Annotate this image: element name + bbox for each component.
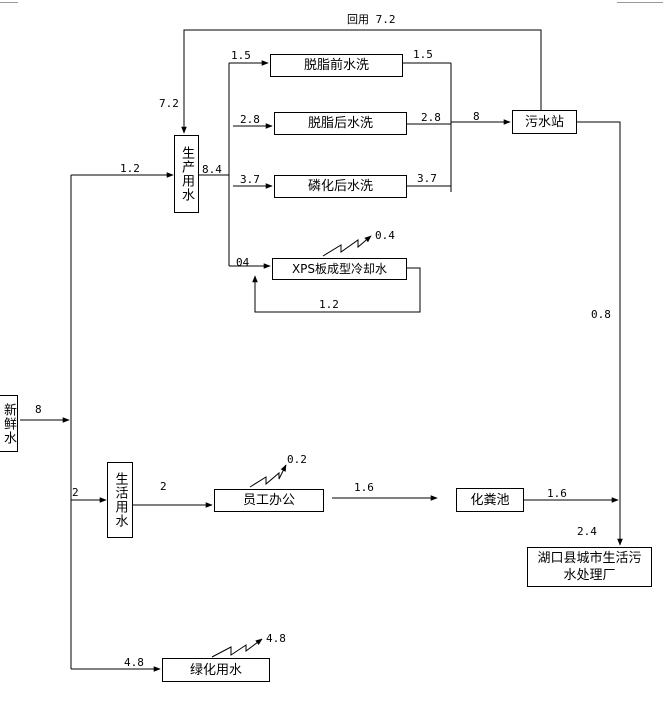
sewage-station-box: 污水站 [512,110,577,134]
to-sewage-label: 8 [473,110,480,123]
xps-evap-arrow [322,235,372,257]
domestic-to-office-label: 2 [160,480,167,493]
domestic-water-box: 生活用水 [107,462,133,538]
degrease-post-wash-box: 脱脂后水洗 [274,112,407,135]
crop-mark-top-left [0,0,18,3]
xps-return-line [252,267,421,313]
xps-evap-label: 0.4 [375,229,395,242]
fresh-in-label: 8 [35,403,42,416]
green-water-box: 绿化用水 [162,658,270,682]
post-wash-in-label: 2.8 [240,113,260,126]
phos-in-label: 3.7 [240,173,260,186]
sewage-to-plant-line [577,121,623,546]
recycle-loop-line [181,29,542,134]
recycle-label: 回用 7.2 [347,13,396,26]
pre-wash-out-label: 1.5 [413,48,433,61]
pre-wash-in-label: 1.5 [231,49,251,62]
crop-mark-top-right [617,0,663,3]
to-production-label: 1.2 [120,162,140,175]
phosphate-post-wash-box: 磷化后水洗 [274,175,407,198]
production-water-box: 生产用水 [174,135,199,213]
plant-total-label: 2.4 [577,525,597,538]
to-domestic-label: 2 [72,486,79,499]
treatment-plant-box: 湖口县城市生活污水处理厂 [527,547,652,587]
office-evap-label: 0.2 [287,453,307,466]
recycle-in-label: 7.2 [159,97,179,110]
xps-in-label: 04 [236,256,250,269]
office-to-septic-label: 1.6 [354,481,374,494]
xps-cooling-water-box: XPS板成型冷却水 [272,258,407,280]
office-evap-arrow [249,464,287,488]
post-wash-out-label: 2.8 [421,111,441,124]
green-evap-arrow [211,638,263,658]
phos-out-label: 3.7 [417,172,437,185]
septic-out-label: 1.6 [547,487,567,500]
xps-return-label: 1.2 [319,298,339,311]
production-out-label: 8.4 [202,163,222,176]
green-evap-label: 4.8 [266,632,286,645]
septic-tank-box: 化粪池 [456,488,524,512]
sewage-to-plant-label: 0.8 [591,308,611,321]
degrease-pre-wash-box: 脱脂前水洗 [270,54,403,77]
to-green-label: 4.8 [124,656,144,669]
staff-office-box: 员工办公 [214,489,324,512]
fresh-water-box: 新鲜水 [0,395,18,452]
